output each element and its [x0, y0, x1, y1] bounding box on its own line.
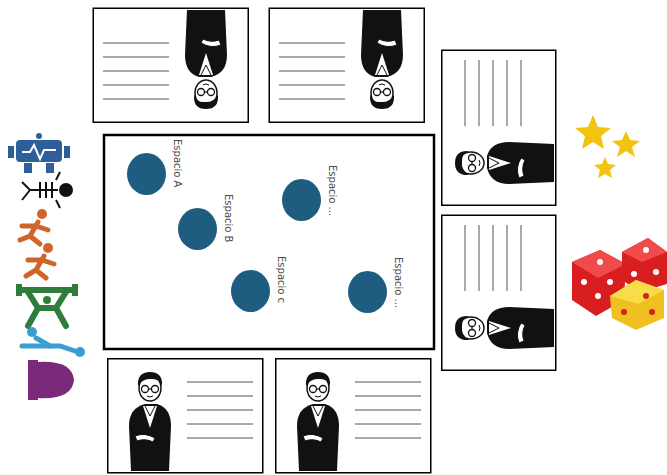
dice-icon — [572, 238, 667, 330]
board-space: Espacio c — [231, 256, 295, 336]
runners-icon — [20, 209, 54, 278]
player-card — [108, 359, 263, 473]
space-circle — [282, 179, 321, 221]
board-space: Espacio B — [178, 194, 242, 274]
space-label: Espacio ... — [326, 165, 338, 216]
space-circle — [178, 208, 217, 250]
skeleton-icon — [22, 172, 72, 208]
player-card — [269, 8, 424, 122]
stars-icon — [575, 115, 640, 178]
player-card — [442, 215, 556, 370]
player-card — [442, 50, 556, 205]
player-card — [93, 8, 248, 122]
robot-icon — [8, 133, 70, 173]
board-space: Espacio ... — [282, 165, 346, 245]
game-board — [104, 135, 434, 349]
player-card — [276, 359, 431, 473]
space-label: Espacio ... — [392, 257, 404, 308]
board-space: Espacio A — [127, 139, 191, 219]
space-circle — [231, 270, 270, 312]
weightlifter-icon — [16, 284, 78, 326]
space-label: Espacio B — [222, 194, 234, 242]
board-space: Espacio ... — [348, 257, 412, 337]
drum-icon — [28, 360, 74, 400]
swimmer-icon — [22, 327, 85, 357]
space-label: Espacio A — [171, 139, 183, 187]
space-circle — [127, 153, 166, 195]
space-circle — [348, 271, 387, 313]
space-label: Espacio c — [275, 256, 287, 303]
